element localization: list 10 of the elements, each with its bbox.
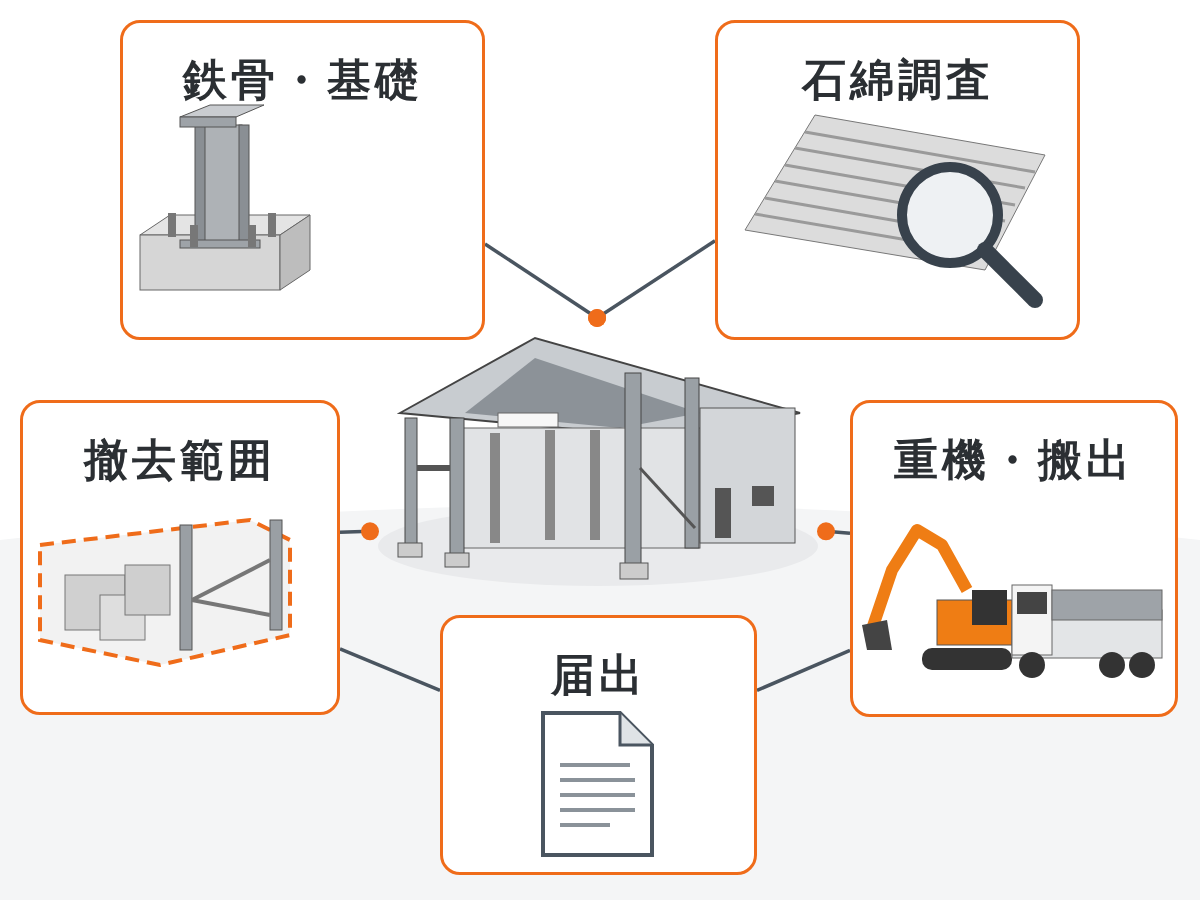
card-title: 届出 (549, 648, 648, 702)
connector-line (588, 239, 716, 327)
card-title: 鉄骨・基礎 (181, 53, 424, 107)
connector-line (817, 522, 851, 541)
card-title: 重機・搬出 (893, 433, 1135, 487)
card-title: 石綿調査 (800, 53, 995, 107)
connector-line (339, 647, 441, 692)
connector-line (339, 522, 379, 541)
connector-line (756, 648, 851, 692)
card-title: 撤去範囲 (82, 433, 277, 487)
